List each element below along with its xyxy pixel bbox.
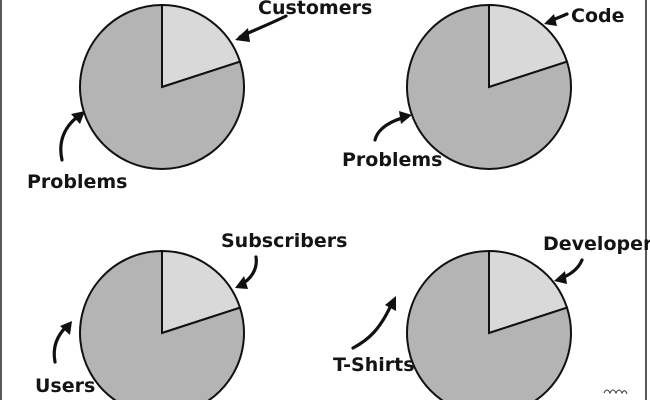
pie-slice-1-customers (161, 3, 242, 89)
arrowhead-large-slice-2 (399, 111, 412, 124)
arrow-large-slice-1 (59, 113, 82, 162)
pie-chart-2: Code Problems (342, 3, 624, 171)
pie-slices-3 (79, 249, 245, 400)
pie-chart-1: Customers Problems (27, 0, 372, 193)
pie-slice-3-users (79, 249, 245, 400)
pie-slices-4 (406, 249, 572, 400)
arrowhead-large-slice-4 (385, 296, 396, 311)
arrowhead-small-slice-1 (235, 28, 250, 42)
pie-slices-1 (79, 3, 245, 170)
pie-slice-1-problems (79, 3, 245, 170)
artist-signature (603, 389, 628, 395)
slice-label-3-small: Subscribers (221, 230, 347, 252)
pie-slice-4-developers (488, 249, 569, 335)
pie-chart-4: Developers T-Shirts (333, 233, 650, 400)
slice-label-1-large: Problems (27, 171, 127, 193)
slice-label-1-small: Customers (258, 0, 372, 19)
slice-label-2-small: Code (571, 5, 624, 27)
slice-label-2-large: Problems (342, 149, 442, 171)
slice-label-3-large: Users (35, 375, 95, 397)
pie-slice-3-subscribers (161, 249, 242, 335)
arrowhead-small-slice-3 (235, 276, 248, 289)
pie-slice-2-code (488, 3, 569, 89)
arrowhead-large-slice-1 (71, 111, 85, 124)
arrowhead-small-slice-4 (554, 271, 567, 284)
pie-slice-2-problems (406, 3, 572, 170)
arrow-large-slice-4 (351, 301, 394, 350)
arrowhead-large-slice-3 (60, 321, 72, 335)
pie-slices-2 (406, 3, 572, 170)
slice-label-4-small: Developers (543, 233, 650, 255)
pie-slice-4-t-shirts (406, 249, 572, 400)
signature-scribble (603, 389, 628, 395)
arrowhead-small-slice-2 (544, 14, 557, 26)
slice-label-4-large: T-Shirts (333, 354, 415, 376)
pie-chart-3: Subscribers Users (35, 230, 347, 400)
